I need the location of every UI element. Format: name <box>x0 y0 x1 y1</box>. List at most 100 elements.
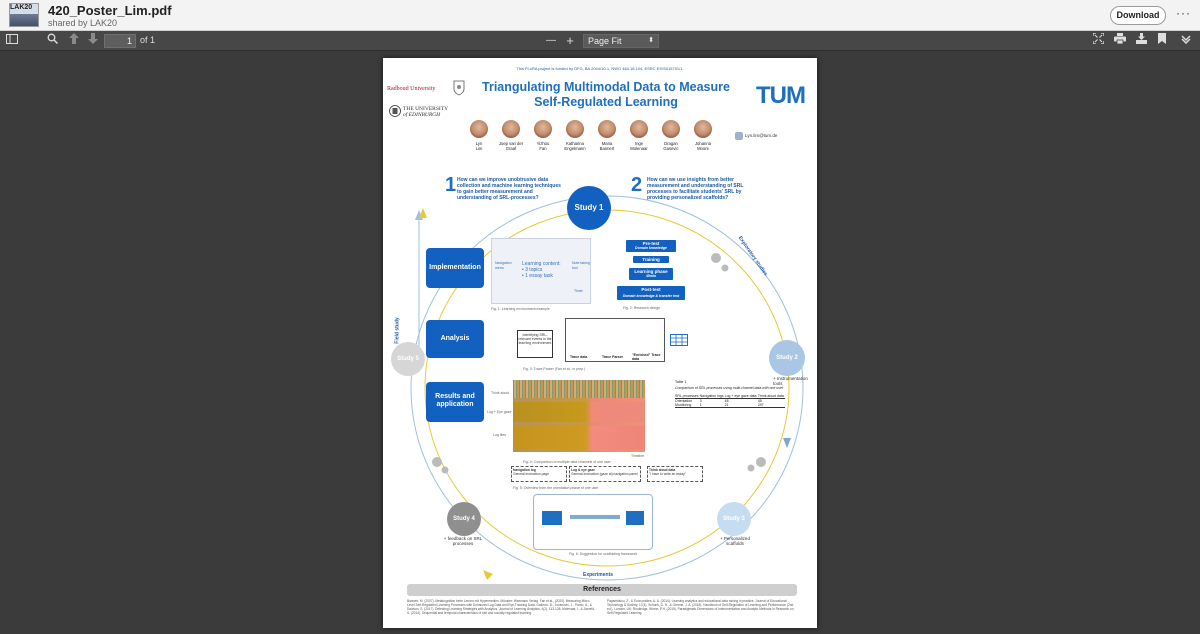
timeline-label: Timeline <box>631 454 645 458</box>
poster-title: Triangulating Multimodal Data to Measure… <box>471 80 741 110</box>
multichannel-chart <box>513 380 645 452</box>
question-1: How can we improve unobtrusive data coll… <box>457 177 561 201</box>
bookmark-icon[interactable] <box>1154 33 1170 49</box>
question-2-number: 2 <box>631 174 643 196</box>
file-thumbnail: LAK20 <box>9 3 39 27</box>
computer-icon <box>626 511 644 525</box>
scaffolding-framework-figure <box>533 494 653 550</box>
search-icon[interactable] <box>44 33 60 49</box>
feedback-label: + feedback on SRL processes <box>443 536 483 546</box>
implementation-label: Implementation <box>426 248 484 288</box>
figure-5-caption: Fig. 5: Overview from the orientation ph… <box>513 486 599 490</box>
figure-1-caption: Fig. 1: Learning environment example <box>491 307 550 311</box>
study-5-node: Study 5 <box>391 342 425 376</box>
avatar <box>694 120 712 138</box>
log-eye-row-label: Log + Eye gaze <box>487 410 512 414</box>
avatar <box>534 120 552 138</box>
timer-label: Timer <box>574 289 583 293</box>
references-header: References <box>407 584 797 596</box>
avatar <box>502 120 520 138</box>
download-button[interactable]: Download <box>1110 6 1166 25</box>
figure-6-caption: Fig. 6: Suggestion for scaffolding frame… <box>569 552 638 556</box>
gear-icon <box>432 253 766 474</box>
page-count: of 1 <box>140 35 156 45</box>
trace-data-label: Trace data <box>570 355 588 359</box>
print-icon[interactable] <box>1112 33 1128 49</box>
avatar <box>662 120 680 138</box>
previous-page-icon[interactable] <box>66 33 82 49</box>
table-caption: Comparison of SRL processes using multi-… <box>675 386 784 390</box>
sidebar-toggle-icon[interactable] <box>4 33 20 49</box>
table-grid-icon <box>670 334 688 346</box>
figure-2-caption: Fig. 2: Research design <box>623 306 660 310</box>
pdf-page: This FLoRA project is funded by DFG, BA … <box>383 58 817 628</box>
radboud-crest-icon <box>453 80 465 96</box>
think-aloud-box: Think aloud data"I have to write an essa… <box>647 466 703 482</box>
tum-logo: TUM <box>756 82 806 109</box>
personalized-label: + Personalized scaffolds <box>720 536 750 546</box>
zoom-out-icon[interactable]: — <box>546 35 556 46</box>
enriched-trace-label: "Enriched" Trace data <box>632 353 661 361</box>
learning-environment-figure: Navigation menu Learning content:• 3 top… <box>491 238 591 304</box>
avatar <box>470 120 488 138</box>
zoom-select[interactable]: Page Fit ⬍ <box>583 34 659 48</box>
funding-note: This FLoRA project is funded by DFG, BA … <box>516 66 684 71</box>
title-line1: Triangulating Multimodal Data to Measure <box>482 80 730 94</box>
more-tools-icon[interactable] <box>1178 33 1194 49</box>
think-aloud-row-label: Think aloud <box>491 391 510 395</box>
viewer-header: LAK20 420_Poster_Lim.pdf shared by LAK20… <box>0 0 1200 31</box>
trace-parser-figure: Trace data Trace Parser "Enriched" Trace… <box>565 318 665 362</box>
shared-by: shared by LAK20 <box>48 18 118 28</box>
question-1-number: 1 <box>445 174 457 196</box>
results-label: Results and application <box>426 382 484 422</box>
table-title: Table 1 <box>675 380 687 384</box>
thumbnail-image <box>10 14 38 26</box>
next-page-icon[interactable] <box>85 33 101 49</box>
edinburgh-line2: of EDINBURGH <box>403 112 441 118</box>
learner-icon <box>542 511 562 525</box>
fullscreen-icon[interactable] <box>1090 32 1106 49</box>
zoom-in-icon[interactable]: + <box>566 33 574 48</box>
pdf-toolbar: 1 of 1 — + Page Fit ⬍ <box>0 31 1200 51</box>
download-icon[interactable] <box>1133 33 1149 49</box>
select-arrows-icon: ⬍ <box>648 37 654 44</box>
edinburgh-crest-icon <box>389 105 401 117</box>
question-2: How can we use insights from better meas… <box>647 177 744 201</box>
experiments-label: Experiments <box>583 572 614 578</box>
avatar <box>566 120 584 138</box>
avatar <box>630 120 648 138</box>
study-1-node: Study 1 <box>567 186 611 230</box>
zoom-value: Page Fit <box>588 36 622 46</box>
note-taking-label: Note taking tool <box>572 261 590 270</box>
page-number-input[interactable]: 1 <box>104 34 136 48</box>
study-3-node: Study 3 <box>717 502 751 536</box>
thumbnail-text: LAK20 <box>10 4 33 11</box>
avatar <box>598 120 616 138</box>
identifying-events-box: Identifying SRL-relevant events in the l… <box>517 330 553 358</box>
more-options-icon[interactable]: ··· <box>1176 6 1191 20</box>
study-2-node: Study 2 <box>769 340 805 376</box>
figure-3-caption: Fig. 3: Trace Parser (Fan et al., in pre… <box>523 367 586 371</box>
radboud-logo: Radboud University <box>387 86 436 92</box>
learning-content: Learning content:• 3 topics• 1 essay tas… <box>522 261 561 279</box>
training-box: Training <box>633 256 669 263</box>
title-line2: Self-Regulated Learning <box>534 95 678 109</box>
trace-parser-label: Trace Parser <box>602 355 624 359</box>
field-study-label: Field study <box>394 317 401 344</box>
